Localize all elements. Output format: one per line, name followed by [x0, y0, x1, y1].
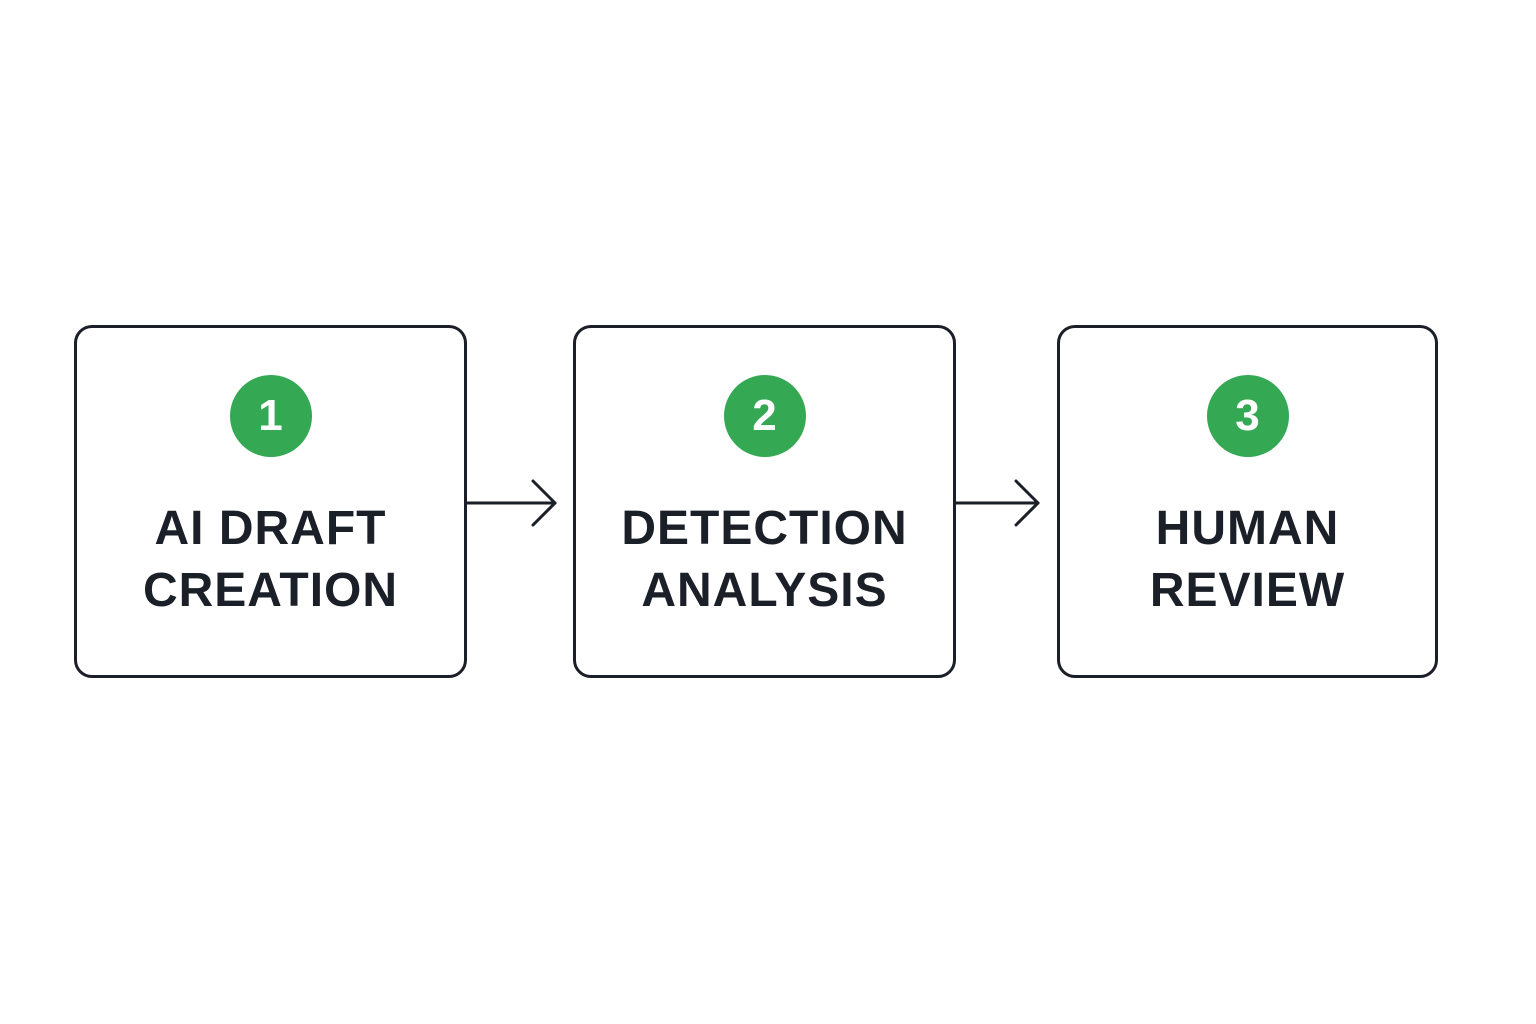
step-label-line: HUMAN — [1155, 502, 1340, 555]
step-label-line: REVIEW — [1149, 564, 1346, 617]
step-label-line: DETECTION — [621, 502, 908, 555]
step-label-line: AI DRAFT — [154, 502, 387, 555]
step-number-badge: 1 — [229, 375, 312, 457]
step-number-badge: 3 — [1206, 375, 1289, 457]
step-label: AI DRAFT CREATION — [77, 498, 464, 622]
arrow-right-icon — [956, 479, 1040, 527]
step-box-detection-analysis: 2 DETECTION ANALYSIS — [573, 325, 956, 678]
step-label-line: CREATION — [142, 564, 399, 617]
step-label-line: ANALYSIS — [641, 564, 888, 617]
step-box-human-review: 3 HUMAN REVIEW — [1057, 325, 1438, 678]
step-label: HUMAN REVIEW — [1060, 498, 1435, 622]
step-box-ai-draft-creation: 1 AI DRAFT CREATION — [74, 325, 467, 678]
step-label: DETECTION ANALYSIS — [576, 498, 953, 622]
step-number-badge: 2 — [723, 375, 806, 457]
arrow-right-icon — [467, 479, 557, 527]
